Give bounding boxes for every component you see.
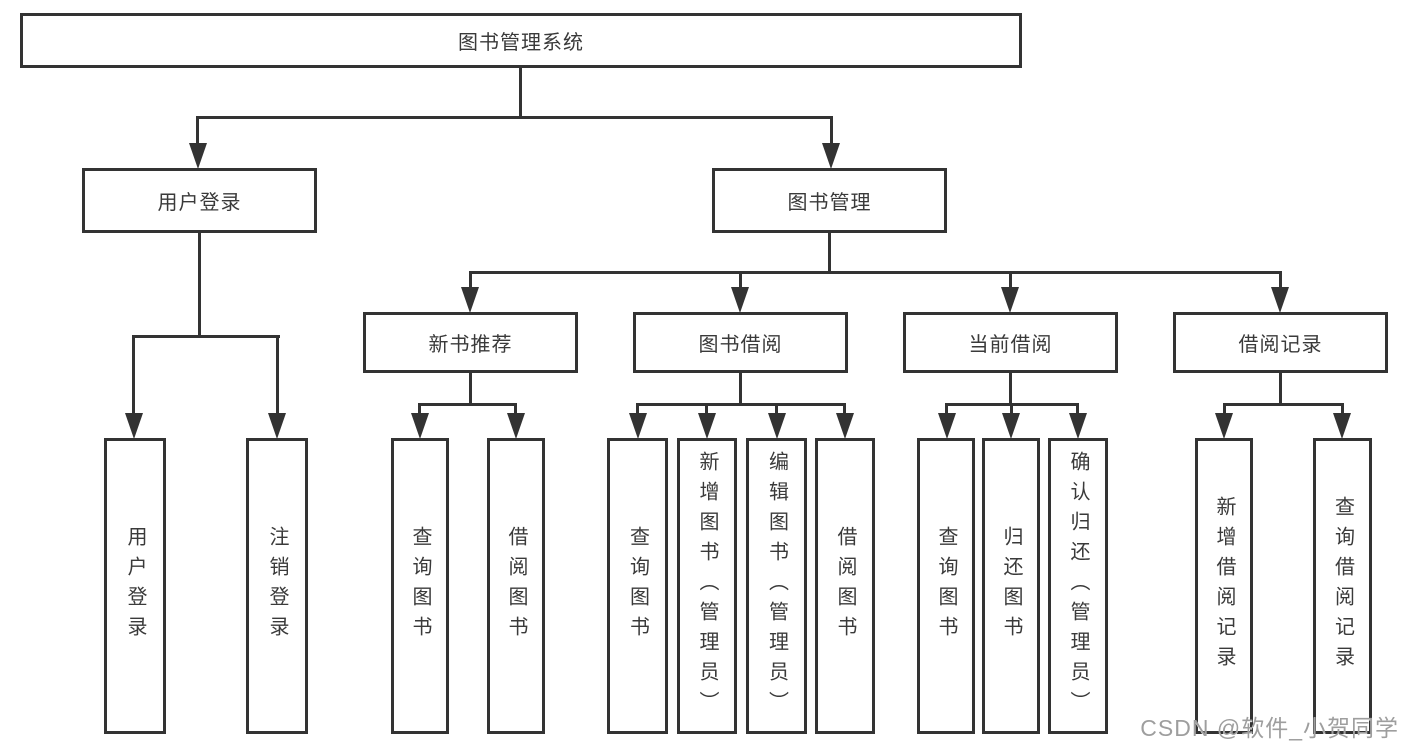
node-label: 借阅记录 xyxy=(1238,334,1323,356)
leaf-logout: 注销登录 xyxy=(246,438,308,734)
arrow-down-icon xyxy=(1002,413,1020,439)
leaf-label: 用户登录 xyxy=(124,526,146,646)
arrow-down-icon xyxy=(836,413,854,439)
arrow-down-icon xyxy=(822,143,840,169)
leaf-label: 查询图书 xyxy=(935,526,957,646)
connector-line xyxy=(739,373,742,406)
connector-line xyxy=(1341,403,1344,417)
node-current-borrow: 当前借阅 xyxy=(903,312,1118,373)
node-label: 图书管理系统 xyxy=(458,32,584,54)
leaf-query-borrow-record: 查询借阅记录 xyxy=(1313,438,1372,734)
arrow-down-icon xyxy=(768,413,786,439)
node-label: 图书管理 xyxy=(787,192,872,214)
connector-line xyxy=(1279,373,1282,406)
arrow-down-icon xyxy=(698,413,716,439)
leaf-user-login: 用户登录 xyxy=(104,438,166,734)
connector-line xyxy=(418,403,421,417)
arrow-down-icon xyxy=(1271,287,1289,313)
connector-line xyxy=(1009,271,1012,291)
connector-line xyxy=(469,271,472,291)
connector-line xyxy=(830,116,833,146)
arrow-down-icon xyxy=(731,287,749,313)
leaf-label: 查询借阅记录 xyxy=(1331,496,1354,676)
connector-line xyxy=(196,116,199,146)
node-label: 当前借阅 xyxy=(968,334,1053,356)
leaf-label: 查询图书 xyxy=(626,526,649,646)
arrow-down-icon xyxy=(629,413,647,439)
leaf-label: 新增图书（管理员） xyxy=(696,451,718,721)
node-label: 新书推荐 xyxy=(428,334,513,356)
leaf-query-book-current: 查询图书 xyxy=(917,438,975,734)
connector-line xyxy=(636,403,846,406)
connector-line xyxy=(198,233,201,338)
leaf-label: 借阅图书 xyxy=(834,526,856,646)
node-label: 用户登录 xyxy=(157,192,242,214)
connector-line xyxy=(843,403,846,417)
node-book-management: 图书管理 xyxy=(712,168,947,233)
leaf-query-book-recommend: 查询图书 xyxy=(391,438,449,734)
node-new-book-recommend: 新书推荐 xyxy=(363,312,578,373)
connector-line xyxy=(739,271,742,291)
node-label: 图书借阅 xyxy=(698,334,783,356)
arrow-down-icon xyxy=(268,413,286,439)
connector-line xyxy=(197,116,833,119)
leaf-label: 新增借阅记录 xyxy=(1213,496,1235,676)
connector-line xyxy=(705,403,708,417)
arrow-down-icon xyxy=(189,143,207,169)
connector-line xyxy=(1223,403,1343,406)
leaf-label: 归还图书 xyxy=(1000,526,1022,646)
connector-line xyxy=(1009,373,1012,406)
node-borrow-record: 借阅记录 xyxy=(1173,312,1388,373)
leaf-label: 注销登录 xyxy=(266,526,288,646)
arrow-down-icon xyxy=(938,413,956,439)
leaf-borrow-book: 借阅图书 xyxy=(815,438,875,734)
arrow-down-icon xyxy=(507,413,525,439)
node-library-system: 图书管理系统 xyxy=(20,13,1022,68)
csdn-watermark: CSDN @软件_小贺同学 xyxy=(1140,715,1399,741)
leaf-return-book: 归还图书 xyxy=(982,438,1040,734)
connector-line xyxy=(469,373,472,406)
connector-line xyxy=(132,335,135,415)
leaf-borrow-book-recommend: 借阅图书 xyxy=(487,438,545,734)
leaf-edit-book-admin: 编辑图书（管理员） xyxy=(746,438,807,734)
connector-line xyxy=(1223,403,1226,417)
connector-line xyxy=(1010,403,1013,417)
connector-line xyxy=(636,403,639,417)
leaf-label: 编辑图书（管理员） xyxy=(765,451,788,721)
leaf-label: 确认归还（管理员） xyxy=(1067,451,1089,721)
connector-line xyxy=(1279,271,1282,291)
leaf-add-book-admin: 新增图书（管理员） xyxy=(677,438,737,734)
connector-line xyxy=(1076,403,1079,417)
arrow-down-icon xyxy=(1215,413,1233,439)
arrow-down-icon xyxy=(1333,413,1351,439)
connector-line xyxy=(945,403,948,417)
node-book-borrow: 图书借阅 xyxy=(633,312,848,373)
arrow-down-icon xyxy=(411,413,429,439)
connector-line xyxy=(418,403,517,406)
leaf-confirm-return-admin: 确认归还（管理员） xyxy=(1048,438,1108,734)
connector-line xyxy=(469,271,1282,274)
connector-line xyxy=(828,233,831,274)
connector-line xyxy=(775,403,778,417)
arrow-down-icon xyxy=(461,287,479,313)
leaf-query-book-borrow: 查询图书 xyxy=(607,438,668,734)
connector-line xyxy=(276,335,279,415)
arrow-down-icon xyxy=(1001,287,1019,313)
connector-line xyxy=(133,335,280,338)
arrow-down-icon xyxy=(1069,413,1087,439)
connector-line xyxy=(514,403,517,417)
arrow-down-icon xyxy=(125,413,143,439)
connector-line xyxy=(519,68,522,118)
leaf-label: 借阅图书 xyxy=(505,526,527,646)
node-user-login: 用户登录 xyxy=(82,168,317,233)
leaf-label: 查询图书 xyxy=(409,526,431,646)
leaf-add-borrow-record: 新增借阅记录 xyxy=(1195,438,1253,734)
